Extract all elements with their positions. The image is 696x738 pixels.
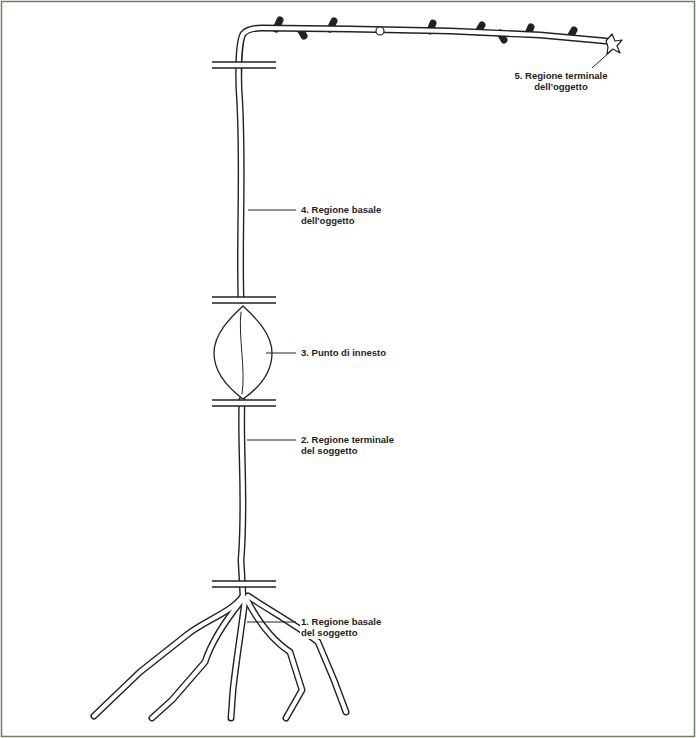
plant: [94, 20, 622, 718]
part-label: 5. Regione terminale dell'oggetto: [506, 70, 616, 93]
part-label: 1. Regione basale del soggetto: [300, 616, 386, 639]
part-label: 2. Regione terminale del soggetto: [300, 434, 402, 457]
leader-lines: [247, 50, 612, 622]
part-label: 4. Regione basale dell'oggetto: [300, 204, 386, 227]
plant-outline: [94, 20, 606, 718]
shoot-tip: [606, 34, 622, 54]
plant-fill: [94, 28, 606, 718]
part-label: 3. Punto di innesto: [300, 347, 387, 358]
graft-union: [214, 306, 272, 399]
break-marks: [212, 62, 276, 587]
